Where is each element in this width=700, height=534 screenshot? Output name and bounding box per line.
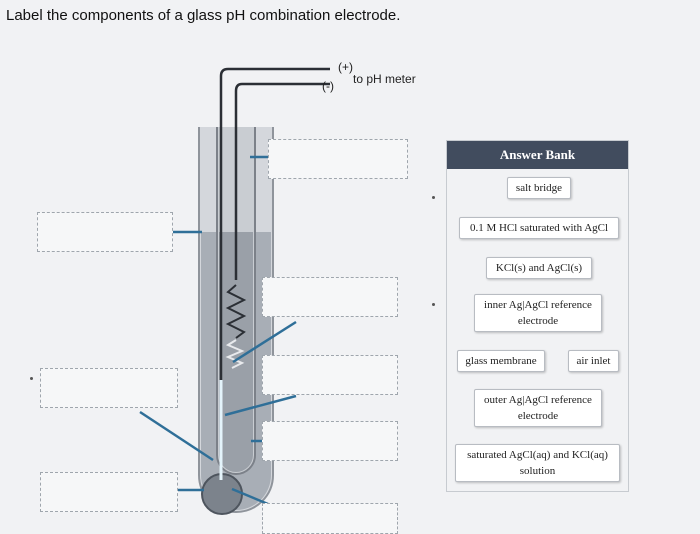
drop-target-5[interactable] bbox=[40, 368, 178, 408]
inner-reference-coil bbox=[225, 339, 245, 369]
drop-target-7[interactable] bbox=[40, 472, 178, 512]
marker-dot bbox=[432, 303, 435, 306]
drop-target-8[interactable] bbox=[262, 503, 398, 534]
chip-air-inlet[interactable]: air inlet bbox=[568, 350, 619, 372]
chip-glass-membrane[interactable]: glass membrane bbox=[457, 350, 545, 372]
answer-bank-header: Answer Bank bbox=[447, 141, 628, 169]
positive-terminal-label: (+) bbox=[338, 60, 353, 74]
negative-wire bbox=[234, 82, 330, 280]
marker-dot bbox=[432, 196, 435, 199]
drop-target-3[interactable] bbox=[262, 277, 398, 317]
chip-salt-bridge[interactable]: salt bridge bbox=[507, 177, 571, 199]
drop-target-6[interactable] bbox=[262, 421, 398, 461]
pointer-line-5 bbox=[224, 394, 297, 417]
question-title: Label the components of a glass pH combi… bbox=[6, 7, 401, 24]
negative-terminal-label: (-) bbox=[322, 79, 334, 93]
chip-inner-reference-electrode[interactable]: inner Ag|AgCl reference electrode bbox=[474, 294, 602, 332]
pointer-line-3 bbox=[232, 320, 297, 364]
electrode-diagram bbox=[139, 67, 330, 515]
chip-outer-reference-electrode[interactable]: outer Ag|AgCl reference electrode bbox=[474, 389, 602, 427]
marker-dot bbox=[30, 377, 33, 380]
positive-wire bbox=[219, 67, 330, 470]
drop-target-4[interactable] bbox=[262, 355, 398, 395]
pointer-line-8 bbox=[231, 487, 269, 506]
chip-hcl-solution[interactable]: 0.1 M HCl saturated with AgCl bbox=[459, 217, 619, 239]
answer-bank: Answer Bank salt bridge 0.1 M HCl satura… bbox=[446, 140, 629, 492]
chip-saturated-solution[interactable]: saturated AgCl(aq) and KCl(aq) solution bbox=[455, 444, 620, 482]
drop-target-2[interactable] bbox=[37, 212, 173, 252]
chip-kcl-agcl-solid[interactable]: KCl(s) and AgCl(s) bbox=[486, 257, 592, 279]
pointer-line-4 bbox=[139, 410, 214, 462]
ph-meter-label: to pH meter bbox=[353, 72, 416, 86]
reference-coil bbox=[225, 284, 247, 339]
drop-target-1[interactable] bbox=[268, 139, 408, 179]
